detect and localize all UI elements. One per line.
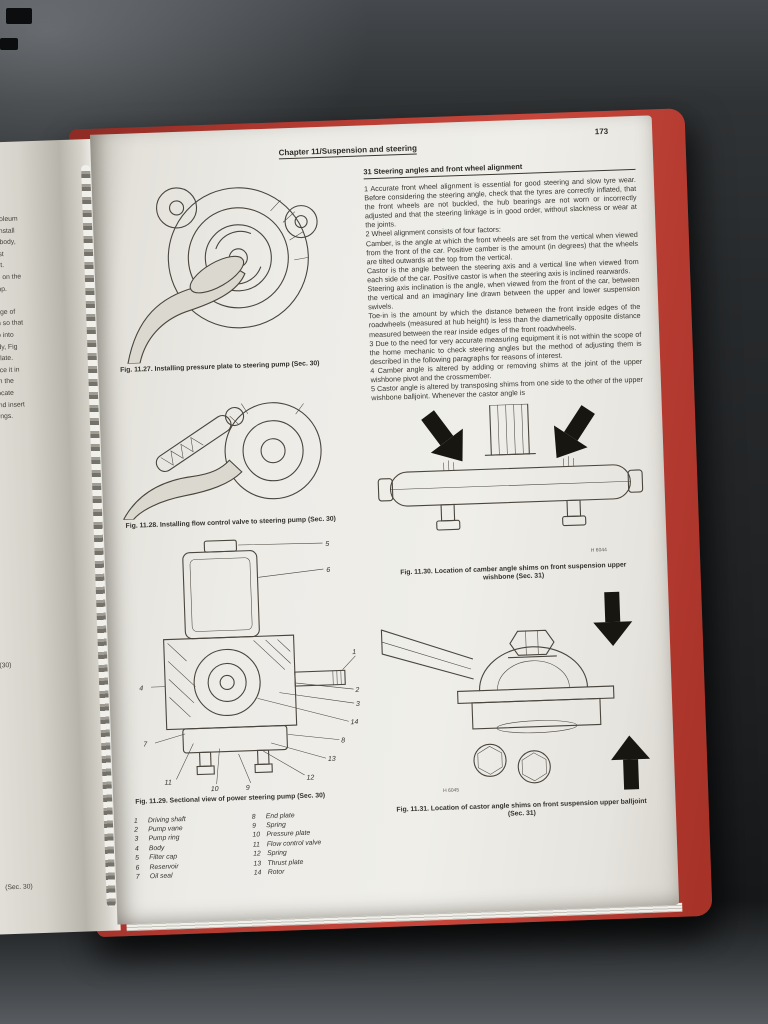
page-number: 173 [594, 126, 609, 137]
callout-10: 10 [211, 786, 219, 793]
camber-shims-drawing: H 6044 [377, 403, 644, 554]
photo-dark-mark [0, 38, 18, 50]
illustration-code: H 6045 [443, 787, 460, 794]
left-column: Fig. 11.27. Installing pressure plate to… [111, 168, 376, 882]
left-page-text: th petroleumping. Installpump body,e thr… [0, 215, 25, 421]
callout-5: 5 [325, 541, 329, 548]
left-page-text-fragment: (Sec. 30) [5, 883, 33, 892]
callout-4: 4 [139, 686, 143, 693]
castor-shims-drawing: H 6045 [380, 591, 651, 794]
callout-12: 12 [306, 775, 314, 782]
callout-3: 3 [356, 701, 360, 708]
figure-11-31: H 6045 Fig. 11.31. Location of castor an… [378, 586, 658, 823]
illustration-code: H 6044 [591, 547, 608, 554]
left-page-text-fragment: (30) [0, 661, 12, 670]
callout-11: 11 [165, 780, 173, 787]
pressure-plate-installation-drawing [127, 187, 318, 365]
callout-1: 1 [352, 649, 356, 656]
figure-11-29: 5 6 1 2 3 14 8 13 12 9 10 [124, 532, 373, 807]
right-page: Chapter 11/Suspension and steering 173 [89, 115, 680, 925]
figure-11-30: H 6044 Fig. 11.30. Location of camber an… [372, 400, 650, 587]
callout-7: 7 [143, 742, 148, 749]
steering-pump-section-drawing: 5 6 1 2 3 14 8 13 12 9 10 [139, 539, 360, 794]
right-column: 31 Steering angles and front wheel align… [363, 157, 659, 874]
figure-11-28: Fig. 11.28. Installing flow control valv… [119, 376, 364, 531]
open-book: th petroleumping. Installpump body,e thr… [0, 108, 719, 957]
callout-2: 2 [354, 687, 359, 694]
photo-dark-mark [6, 8, 32, 24]
callout-14: 14 [351, 719, 359, 726]
callout-6: 6 [326, 567, 330, 574]
figure-11-27: Fig. 11.27. Installing pressure plate to… [111, 168, 358, 375]
callout-8: 8 [341, 738, 345, 745]
callout-13: 13 [328, 756, 336, 763]
callout-9: 9 [246, 785, 250, 792]
chapter-header: Chapter 11/Suspension and steering [278, 143, 418, 160]
flow-control-valve-installation-drawing [122, 402, 322, 521]
